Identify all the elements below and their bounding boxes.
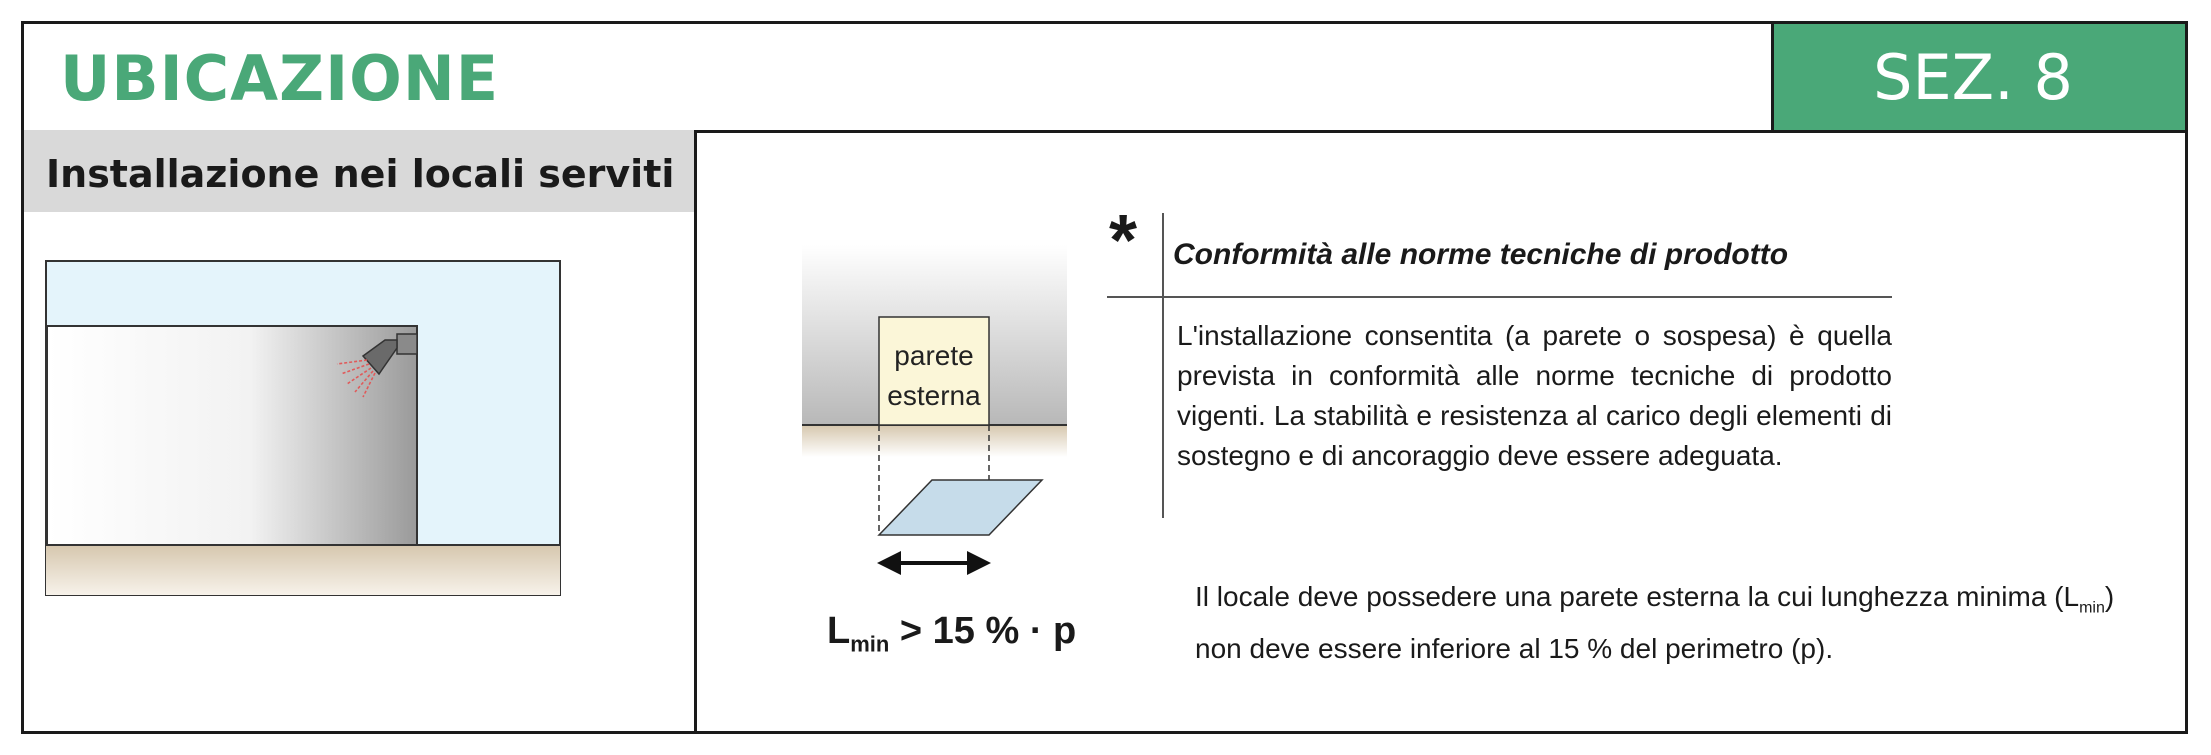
section-label: SEZ. 8 [1873,40,2073,114]
floor-plan-shape [877,479,1044,536]
bottom-paragraph: Il locale deve possedere una parete este… [1195,577,2115,669]
bottom-text-part1: Il locale deve possedere una parete este… [1195,581,2080,612]
left-heading: Installazione nei locali serviti [24,130,694,212]
room-wall [46,325,418,546]
formula: Lmin > 15 % · p [827,610,1076,658]
header: UBICAZIONE SEZ. 8 [24,24,2185,133]
formula-subscript: min [850,631,890,657]
page-title: UBICAZIONE [60,42,500,115]
wall-label-line2: esterna [887,380,981,411]
external-wall-diagram: parete esterna [802,245,1067,575]
note-divider-horizontal [1107,296,1892,298]
page-frame: UBICAZIONE SEZ. 8 Installazione nei loca… [21,21,2188,734]
right-panel: parete esterna Lmin > 15 % · p * Conform… [697,130,2185,731]
length-arrow [877,551,991,575]
note-body: L'installazione consentita (a parete o s… [1177,320,1892,471]
bottom-text-subscript: min [2079,599,2105,617]
formula-symbol: L [827,610,851,652]
room-illustration [45,260,561,596]
floor [46,545,560,595]
left-panel: Installazione nei locali serviti [24,130,697,731]
asterisk-icon: * [1109,201,1138,281]
external-wall-panel [878,316,990,426]
formula-expression: > 15 % · p [889,610,1077,652]
wall-label-line1: parete [894,340,973,371]
note-divider-vertical [1162,213,1164,518]
section-badge: SEZ. 8 [1771,24,2185,130]
heater-icon [336,333,418,398]
note-title: Conformità alle norme tecniche di prodot… [1173,238,1789,271]
diagram-ground [802,425,1067,457]
bottom-text-part2: ) non deve essere inferiore al 15 % del … [1195,581,2115,664]
